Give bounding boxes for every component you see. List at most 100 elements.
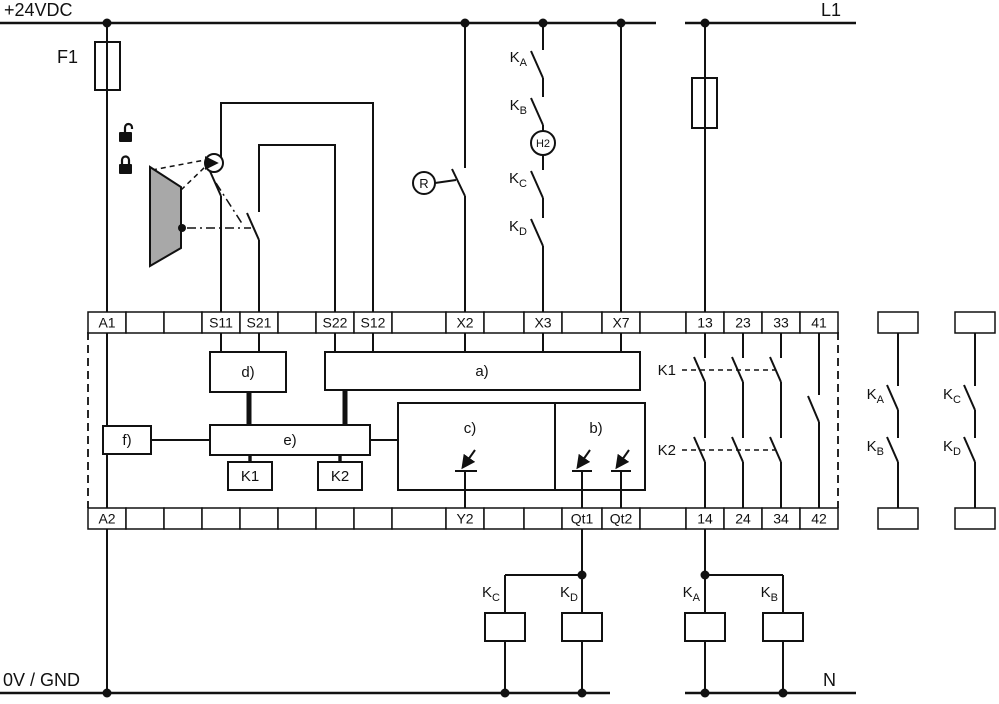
transistor-arrow-icon [461, 449, 476, 470]
power-rails [0, 21, 856, 695]
terminal-label: 24 [735, 511, 751, 527]
block-f-label: f) [122, 432, 131, 449]
terminal-label: X2 [456, 315, 473, 331]
rail-label-0v-gnd: 0V / GND [3, 670, 80, 690]
terminal-strip-top: A1 S11 S21 S22 S12 X2 X3 X7 13 23 33 41 [87, 311, 839, 334]
terminal-label: Qt1 [571, 511, 594, 527]
relay-drive-links [248, 455, 342, 462]
block-b-label: b) [589, 420, 602, 437]
relay-k2-label: K2 [331, 468, 349, 485]
door-interlock [119, 122, 224, 268]
terminal-label: S22 [323, 315, 348, 331]
door-cam [178, 224, 186, 232]
terminal-label: A1 [98, 315, 115, 331]
terminal-label: 13 [697, 315, 713, 331]
door-mechanical-link [187, 182, 251, 229]
terminal-cell [799, 507, 839, 530]
terminal-label: 33 [773, 315, 789, 331]
terminal-cell [163, 507, 203, 530]
rail-label-24vdc: +24VDC [4, 0, 73, 20]
reset-label: R [419, 176, 428, 191]
fuse-f1-symbol [94, 41, 121, 91]
coil-label-kd: KD [560, 584, 578, 604]
ext-contact-label-kb: KB [867, 438, 884, 458]
terminal-cell [239, 507, 279, 530]
reset-button-symbol: R [412, 171, 436, 195]
coil-kb-box [762, 612, 804, 642]
contact-blades [208, 50, 976, 463]
terminal-label: 34 [773, 511, 789, 527]
padlock-closed-icon [119, 155, 132, 174]
lamp-label: H2 [536, 138, 550, 150]
terminal-label: A2 [98, 511, 115, 527]
transistor-arrow-icon [576, 449, 591, 470]
contact-label-ka: KA [510, 49, 528, 69]
coil-label-kb: KB [761, 584, 778, 604]
lamp-h2-symbol: H2 [530, 130, 556, 156]
coil-label-kc: KC [482, 584, 500, 604]
coil-kd-box [561, 612, 603, 642]
terminal-label: X7 [612, 315, 629, 331]
contact-group-k2-label: K2 [658, 442, 676, 459]
terminal-cell [125, 507, 165, 530]
block-c-b [397, 402, 646, 491]
transistor-arrow-icon [615, 449, 630, 470]
relay-k1-label: K1 [241, 468, 259, 485]
terminal-label: 14 [697, 511, 713, 527]
terminal-cell [277, 311, 317, 334]
contact-label-kd: KD [509, 218, 527, 238]
block-links-thick [246, 390, 348, 425]
terminal-cell [201, 507, 241, 530]
terminal-cell [391, 507, 447, 530]
block-e [209, 424, 371, 456]
rail-label-l1: L1 [821, 0, 841, 20]
block-d [209, 351, 287, 393]
terminal-label: 23 [735, 315, 751, 331]
terminal-label: S11 [209, 315, 233, 331]
block-a-label: a) [475, 363, 488, 380]
terminal-cell [483, 507, 525, 530]
door-actuator-dashes [151, 159, 207, 191]
terminal-cell [561, 311, 603, 334]
terminal-label: X3 [534, 315, 551, 331]
terminal-cell [163, 311, 203, 334]
contact-label-kb: KB [510, 97, 527, 117]
terminal-cell [639, 311, 687, 334]
terminal-cell [125, 311, 165, 334]
external-terminal-box [954, 311, 996, 334]
terminal-cell [391, 311, 447, 334]
device-enclosure-edge [87, 332, 839, 508]
rail-label-n: N [823, 670, 836, 690]
terminal-cell [639, 507, 687, 530]
contact-label-kc: KC [509, 170, 527, 190]
guard-door [149, 165, 182, 268]
terminal-label: 41 [811, 315, 827, 331]
terminal-cell [277, 507, 317, 530]
relay-coil-k2-box [317, 461, 363, 491]
mechanical-link [682, 369, 775, 451]
terminal-cell [353, 507, 393, 530]
coil-ka-box [684, 612, 726, 642]
fuse-label-f1: F1 [57, 47, 78, 67]
block-f [102, 425, 152, 455]
block-d-label: d) [241, 364, 254, 381]
contact-group-k1-label: K1 [658, 362, 676, 379]
terminal-label: 42 [811, 511, 827, 527]
terminal-cell [799, 311, 839, 334]
external-terminal-box [877, 507, 919, 530]
terminal-label: S21 [247, 315, 272, 331]
external-terminal-box [877, 311, 919, 334]
terminal-cell [483, 311, 525, 334]
junction-dots [102, 18, 788, 698]
block-a [324, 351, 641, 391]
ext-contact-label-kd: KD [943, 438, 961, 458]
terminal-label: S12 [361, 315, 386, 331]
terminal-label: Y2 [456, 511, 473, 527]
block-c-label: c) [464, 420, 477, 437]
relay-coil-k1-box [227, 461, 273, 491]
terminal-cell [315, 507, 355, 530]
block-e-label: e) [283, 432, 296, 449]
